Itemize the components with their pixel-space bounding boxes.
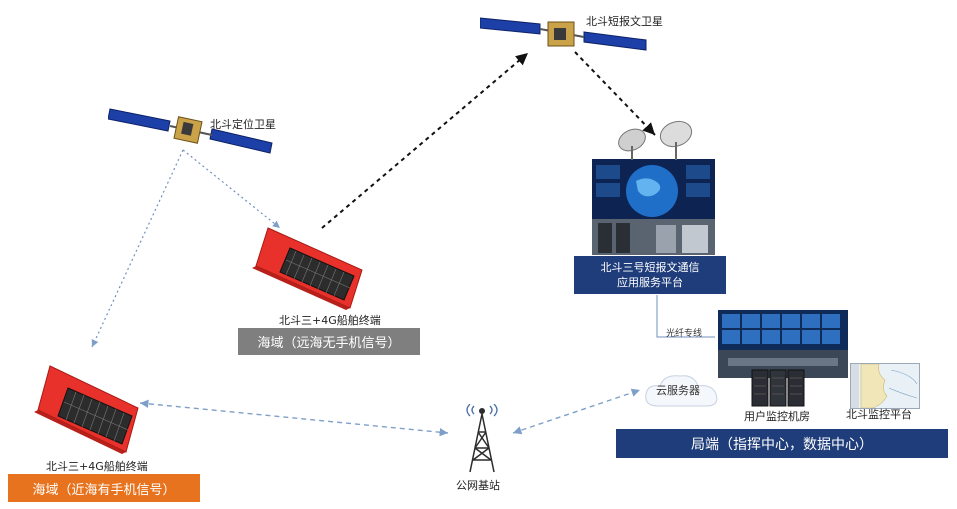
monitor-room-label: 用户监控机房: [744, 410, 810, 423]
link-base-station-cloud: [512, 388, 641, 435]
monitor-wall-image: [718, 310, 848, 378]
platform-badge: 北斗三号短报文通信 应用服务平台: [574, 256, 726, 294]
beidou-terminal-far-icon: [252, 227, 363, 310]
base-station-label: 公网基站: [456, 479, 500, 492]
link-sms-satellite-to-station: [574, 51, 656, 136]
platform-screen-image: [592, 159, 715, 255]
server-rack-icon: [751, 369, 805, 407]
positioning-satellite-icon: [108, 108, 273, 154]
monitor-platform-label: 北斗监控平台: [846, 408, 912, 421]
base-station-tower-icon: [466, 404, 498, 473]
monitor-platform-map-image: [850, 363, 920, 409]
terminal-far-label: 北斗三+4G船舶终端: [279, 314, 381, 327]
link-terminal-base-station: [139, 399, 449, 437]
positioning-satellite-label: 北斗定位卫星: [210, 118, 276, 131]
bureau-badge: 局端（指挥中心，数据中心）: [616, 429, 948, 458]
zone-near-sea-badge: 海域（近海有手机信号）: [8, 474, 200, 502]
fiber-link-label: 光纤专线: [666, 329, 703, 339]
link-terminal-to-sms-satellite: [321, 52, 529, 229]
beidou-terminal-near-icon: [34, 365, 139, 454]
link-positioning-to-near-terminal: [91, 149, 184, 348]
cloud-server-label: 云服务器: [656, 384, 700, 397]
short-message-satellite-icon: [480, 17, 647, 51]
terminal-near-label: 北斗三+4G船舶终端: [46, 460, 148, 473]
platform-line-2: 应用服务平台: [617, 276, 683, 289]
satellite-dish-icon: [618, 120, 693, 160]
platform-line-1: 北斗三号短报文通信: [600, 261, 700, 274]
short-message-satellite-label: 北斗短报文卫星: [586, 15, 663, 28]
link-positioning-to-far-terminal: [182, 149, 281, 229]
cloud-server-icon: [645, 375, 718, 407]
zone-far-sea-badge: 海域（远海无手机信号）: [238, 328, 420, 355]
link-fiber: [656, 295, 715, 338]
